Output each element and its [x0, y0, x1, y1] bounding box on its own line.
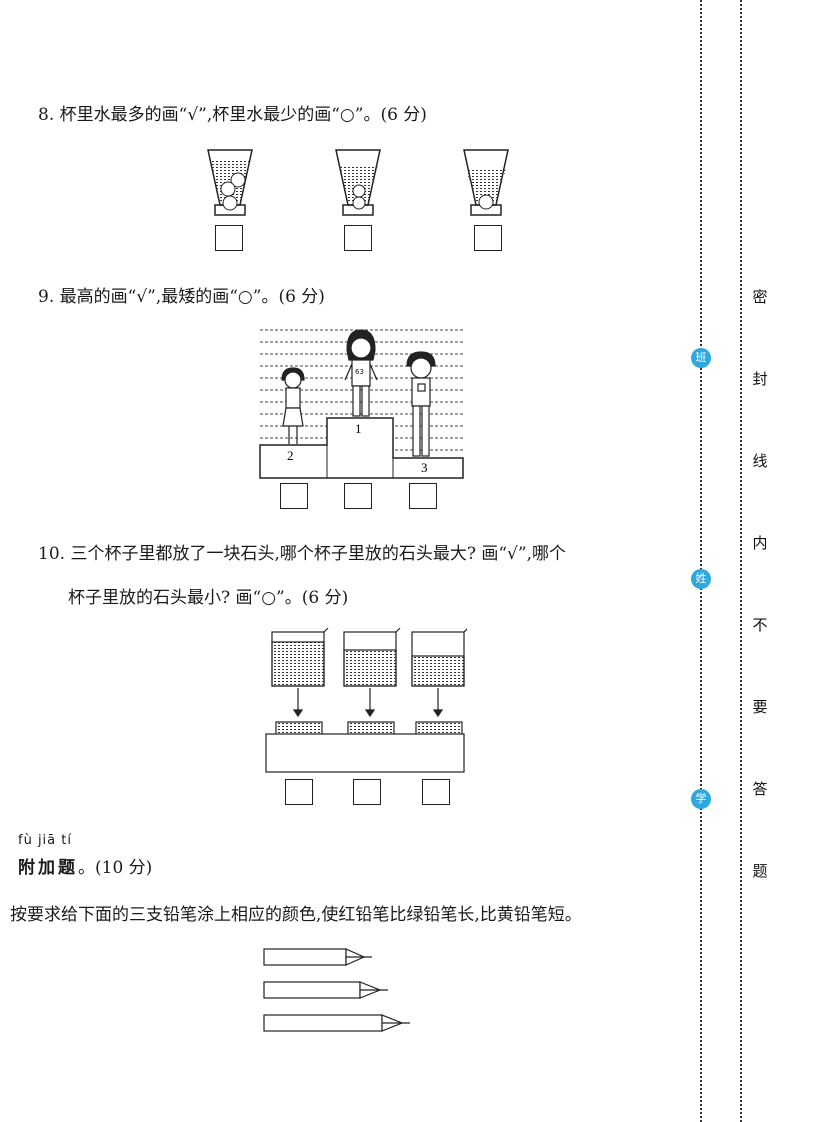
stone-cups-figure: [265, 627, 467, 773]
answer-box-8c[interactable]: [474, 225, 502, 251]
answer-box-10a[interactable]: [285, 779, 313, 805]
seal-char-3: 线: [752, 452, 768, 470]
bonus-pinyin: fù jiā tí: [18, 833, 72, 848]
shirt-number: 63: [355, 368, 364, 376]
seal-char-8: 题: [752, 862, 768, 880]
podium-label-1: 1: [355, 421, 362, 436]
question-10-line1: 10. 三个杯子里都放了一块石头,哪个杯子里放的石头最大? 画“√”,哪个: [38, 544, 566, 564]
podium-label-3: 3: [421, 460, 428, 475]
bonus-heading: 附加题。(10 分): [18, 853, 152, 878]
tall-girl-figure: 63: [344, 329, 378, 417]
name-bubble: 姓: [691, 569, 711, 589]
bonus-score: 。(10 分): [78, 858, 153, 878]
question-8: 8. 杯里水最多的画“√”,杯里水最少的画“○”。(6 分): [38, 105, 427, 125]
answer-box-10c[interactable]: [422, 779, 450, 805]
seal-dotted-line-left: [700, 0, 702, 1122]
answer-box-9c[interactable]: [409, 483, 437, 509]
pencil-short[interactable]: [263, 948, 372, 966]
podium-label-2: 2: [287, 448, 294, 463]
bonus-title: 附加题: [18, 858, 78, 878]
seal-char-1: 密: [752, 288, 768, 306]
seal-char-6: 要: [752, 698, 768, 716]
question-10-line2: 杯子里放的石头最小? 画“○”。(6 分): [68, 588, 349, 608]
pencils-figure: [263, 948, 410, 1032]
boy-figure: [406, 351, 436, 457]
seal-char-2: 封: [752, 370, 768, 388]
bonus-instruction: 按要求给下面的三支铅笔涂上相应的颜色,使红铅笔比绿铅笔长,比黄铅笔短。: [10, 905, 582, 925]
seal-char-7: 答: [752, 780, 768, 798]
class-bubble: 班: [691, 348, 711, 368]
answer-box-9a[interactable]: [280, 483, 308, 509]
answer-box-9b[interactable]: [344, 483, 372, 509]
answer-box-10b[interactable]: [353, 779, 381, 805]
question-9: 9. 最高的画“√”,最矮的画“○”。(6 分): [38, 287, 325, 307]
seal-dotted-line-right: [740, 0, 742, 1122]
short-girl-figure: [281, 367, 305, 444]
cup-2: [335, 149, 381, 216]
seal-char-4: 内: [752, 534, 768, 552]
pencil-medium[interactable]: [263, 981, 388, 999]
answer-box-8a[interactable]: [215, 225, 243, 251]
cups-figure: [207, 149, 509, 216]
height-figure: 1 2 3 63: [259, 329, 465, 479]
cup-1: [207, 149, 253, 216]
seal-char-5: 不: [752, 616, 768, 634]
cup-3: [463, 149, 509, 216]
school-bubble: 学: [691, 789, 711, 809]
answer-box-8b[interactable]: [344, 225, 372, 251]
pencil-long[interactable]: [263, 1014, 410, 1032]
